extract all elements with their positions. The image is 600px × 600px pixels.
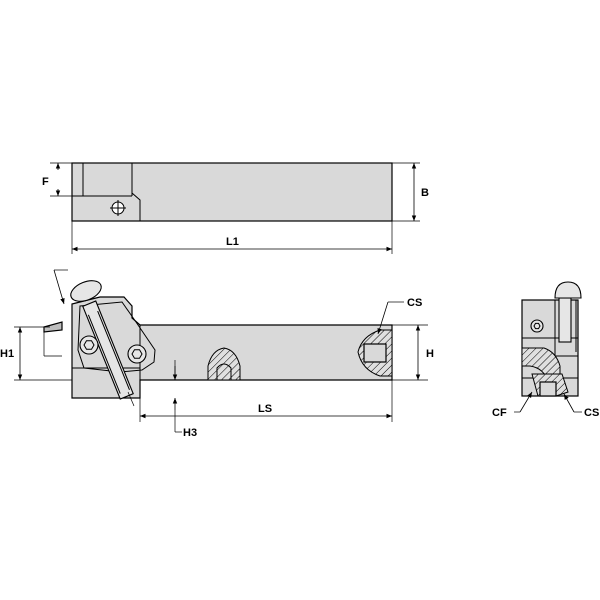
end-view: CF CS xyxy=(492,281,599,419)
end-clamp-screw xyxy=(558,297,572,343)
front-insert xyxy=(43,321,63,333)
front-socket-screw-2 xyxy=(127,344,147,364)
dim-label-CF: CF xyxy=(492,407,507,419)
front-clamp-screw xyxy=(82,300,134,400)
top-body xyxy=(71,162,393,222)
dim-label-H1: H1 xyxy=(0,348,14,360)
dim-label-B: B xyxy=(421,187,429,199)
end-small-screw xyxy=(530,319,544,333)
end-screw-head xyxy=(554,281,582,299)
front-view: H1 H CS LS H3 xyxy=(0,269,434,439)
dim-label-H3: H3 xyxy=(183,427,197,439)
dim-label-H: H xyxy=(426,348,434,360)
dim-label-CS-end: CS xyxy=(584,407,599,419)
top-view: F B L1 xyxy=(42,162,429,254)
dim-label-L1: L1 xyxy=(226,236,239,248)
dim-label-LS: LS xyxy=(258,403,272,415)
front-socket-screw-1 xyxy=(79,335,99,355)
front-clamp-plate xyxy=(77,301,156,373)
dim-label-F: F xyxy=(42,176,49,188)
front-screw-head xyxy=(70,280,102,302)
dim-label-CS-front: CS xyxy=(407,297,422,309)
